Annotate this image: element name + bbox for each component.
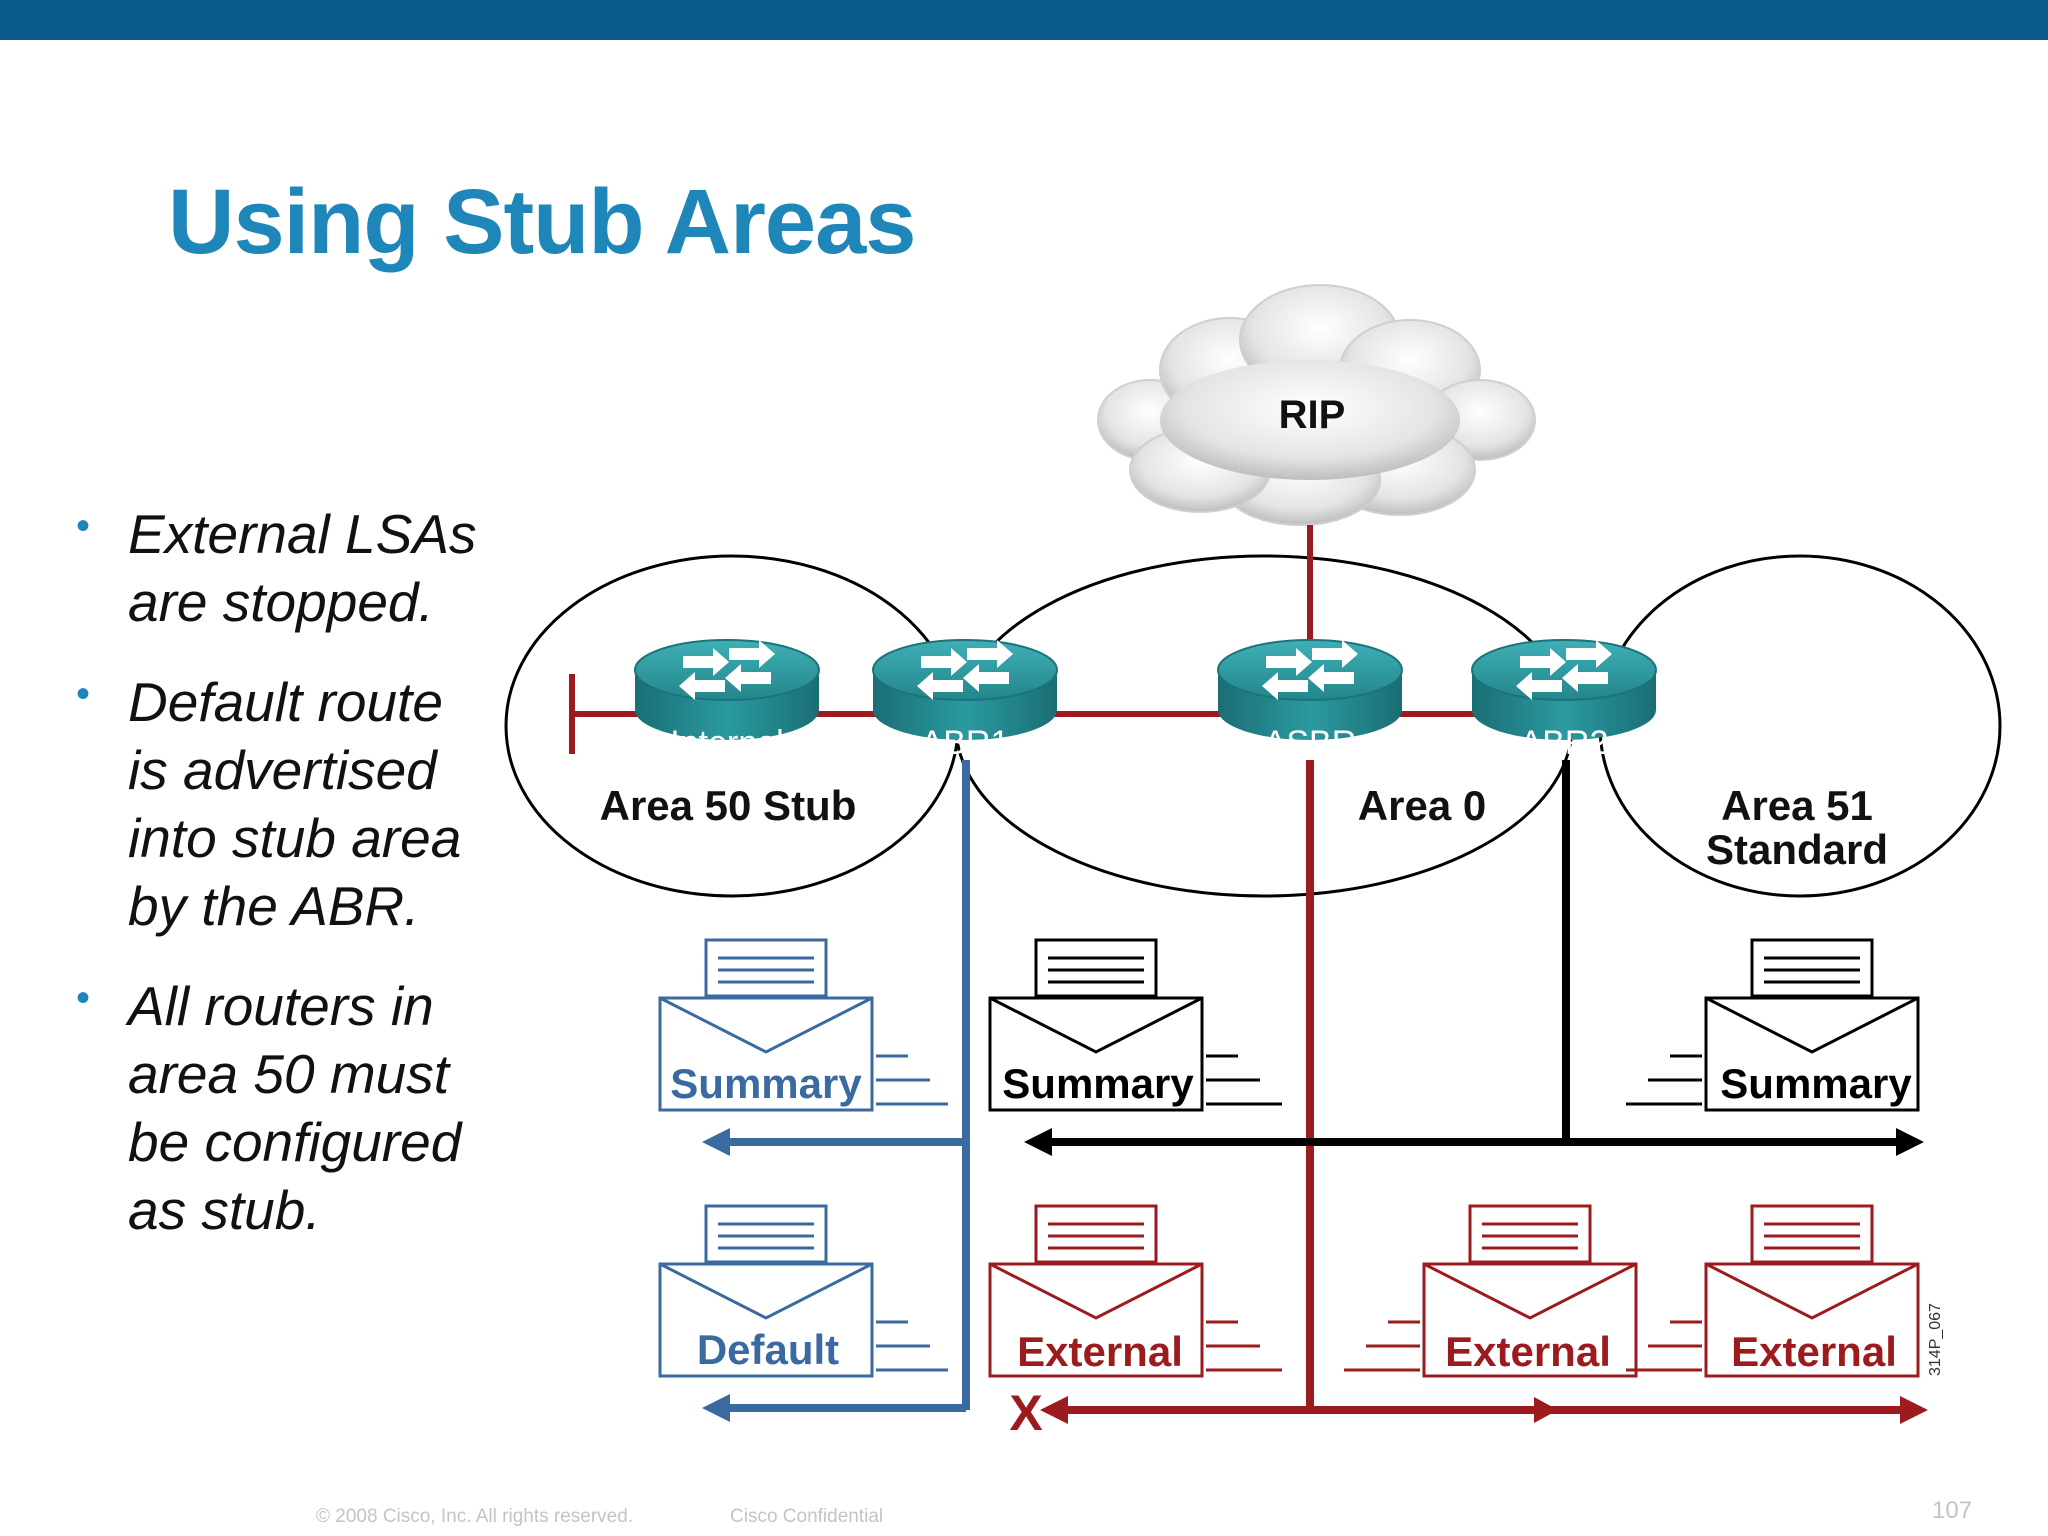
bullet-item: • External LSAs are stopped.: [72, 500, 512, 636]
lsa-envelope-external-abr2: External: [1344, 1204, 1638, 1378]
lsa-envelope-external-area51: External: [1626, 1204, 1920, 1378]
router-label: Internal: [670, 724, 783, 762]
bullet-item: • All routers in area 50 must be configu…: [72, 972, 512, 1244]
router-label: ASBR: [1264, 724, 1357, 762]
arrowhead: [1534, 1397, 1558, 1423]
arrowhead: [1900, 1396, 1928, 1424]
figure-id: 314P_067: [1927, 1303, 1944, 1376]
bullet-item: • Default route is advertised into stub …: [72, 668, 512, 940]
cloud-label: RIP: [1279, 393, 1346, 437]
router-internal: Internal: [634, 639, 820, 762]
lsa-envelope-summary-area0: Summary: [988, 938, 1282, 1112]
lsa-envelope-summary-area51: Summary: [1626, 938, 1920, 1112]
rip-cloud: RIP: [1097, 284, 1536, 526]
bullet-text: External LSAs are stopped.: [128, 503, 477, 633]
lsa-envelope-external-area0: External: [988, 1204, 1282, 1378]
bullet-text: All routers in area 50 must be configure…: [128, 975, 462, 1241]
bullet-dot: •: [76, 504, 91, 548]
envelope-label: External: [1445, 1328, 1611, 1375]
arrowhead: [1896, 1128, 1924, 1156]
router-label: ABR1: [921, 724, 1010, 762]
router-asbr: ASBR: [1217, 639, 1403, 762]
page-number: 107: [1932, 1497, 1973, 1524]
envelope-label: Summary: [1002, 1060, 1194, 1107]
bullet-dot: •: [76, 672, 91, 716]
top-bar: [0, 0, 2048, 40]
router-abr1: ABR1: [872, 639, 1058, 762]
area-51-label-line1: Area 51: [1721, 782, 1873, 829]
blocked-x-marker: X: [1009, 1385, 1042, 1441]
envelope-label: Default: [697, 1326, 839, 1373]
slide-title: Using Stub Areas: [168, 171, 916, 273]
lsa-envelope-default-stub: Default: [658, 1204, 948, 1378]
envelope-label: External: [1017, 1328, 1183, 1375]
lsa-envelope-summary-stub: Summary: [658, 938, 948, 1112]
footer-copyright: © 2008 Cisco, Inc. All rights reserved.: [316, 1506, 634, 1527]
arrowhead: [702, 1394, 730, 1422]
router-label: ABR2: [1520, 724, 1609, 762]
router-abr2: ABR2: [1471, 639, 1657, 762]
arrowhead: [702, 1128, 730, 1156]
bullet-list: • External LSAs are stopped. • Default r…: [72, 500, 512, 1276]
bullet-text: Default route is advertised into stub ar…: [128, 671, 462, 937]
area-50-label: Area 50 Stub: [600, 782, 857, 829]
bullet-dot: •: [76, 976, 91, 1020]
arrowhead: [1040, 1396, 1068, 1424]
envelope-label: Summary: [1720, 1060, 1912, 1107]
arrowhead: [1024, 1128, 1052, 1156]
footer-confidential: Cisco Confidential: [730, 1506, 884, 1527]
envelope-label: Summary: [670, 1060, 862, 1107]
envelope-label: External: [1731, 1328, 1897, 1375]
area-51-label-line2: Standard: [1706, 826, 1888, 873]
area-0-label: Area 0: [1358, 782, 1486, 829]
